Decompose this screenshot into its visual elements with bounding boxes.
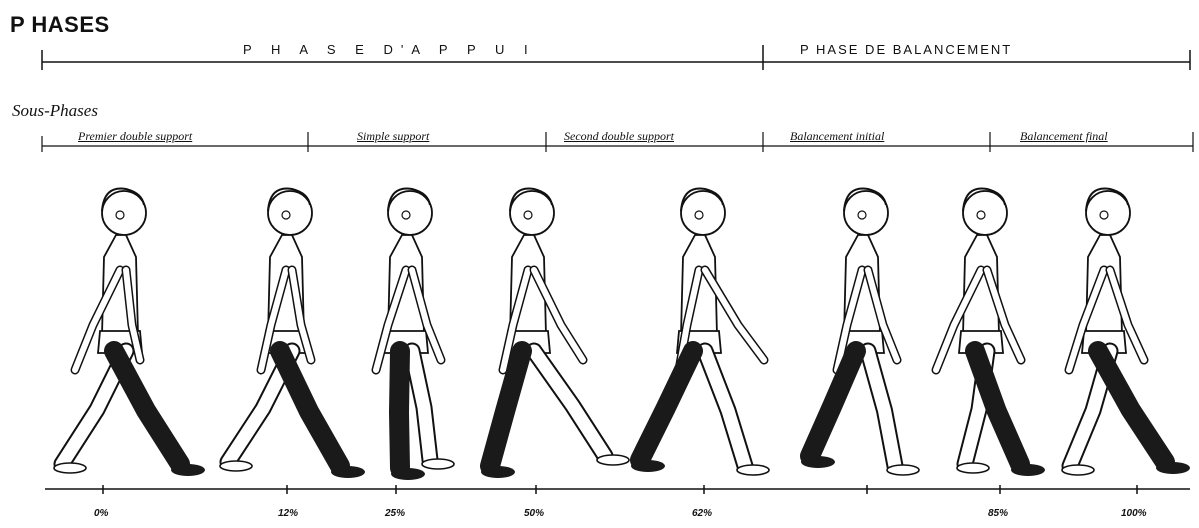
walking-figure-6 [801,188,919,475]
pct-85: 85% [988,508,1008,519]
subphase-second-double-support: Second double support [564,129,674,144]
walking-figure-1 [54,188,205,476]
phase-swing-label: P HASE DE BALANCEMENT [800,42,1012,57]
subphase-single-support: Simple support [357,129,429,144]
walking-figure-2 [220,188,365,478]
walking-figure-5 [631,188,769,475]
ground-axis [45,485,1190,494]
subphase-first-double-support: Premier double support [78,129,192,144]
walking-figure-7 [936,188,1045,476]
walking-figure-3 [376,188,454,480]
walking-figure-4 [481,188,629,478]
pct-25: 25% [385,508,405,519]
pct-100: 100% [1121,508,1147,519]
pct-50: 50% [524,508,544,519]
phase-bar [42,45,1190,70]
subphase-initial-swing: Balancement initial [790,129,884,144]
subphase-final-swing: Balancement final [1020,129,1108,144]
pct-12: 12% [278,508,298,519]
pct-62: 62% [692,508,712,519]
subphases-title: Sous-Phases [12,101,98,121]
pct-0: 0% [94,508,108,519]
phase-stance-label: P H A S E D'A P P U I [243,42,536,57]
walking-figure-8 [1062,188,1190,475]
